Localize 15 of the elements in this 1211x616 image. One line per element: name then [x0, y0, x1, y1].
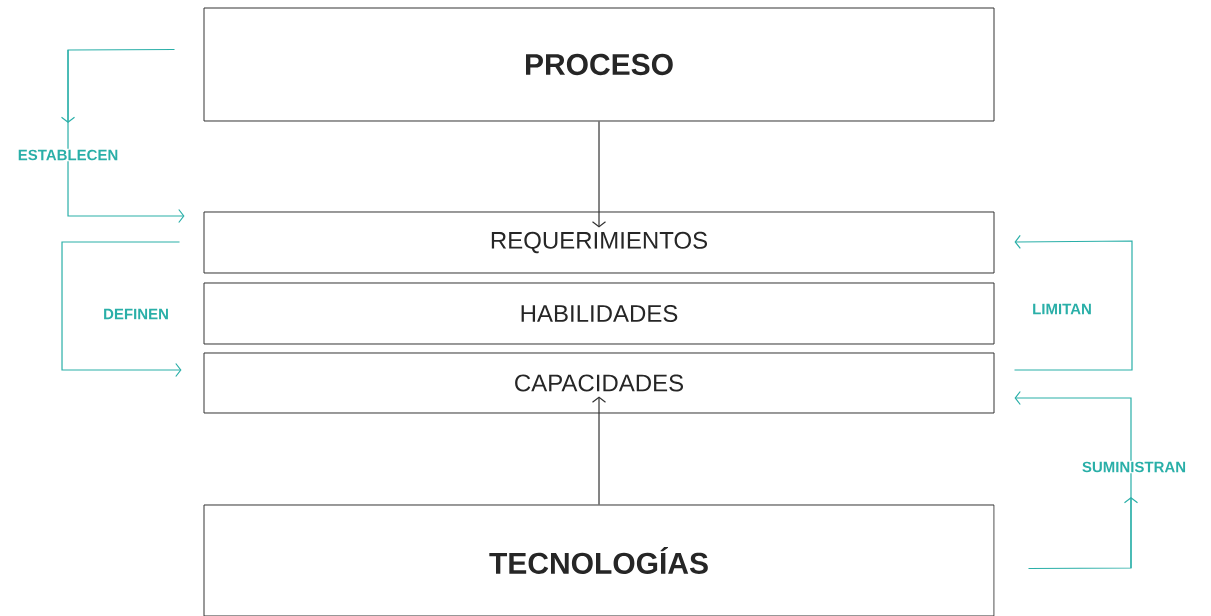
process-box: HABILIDADES [203, 282, 995, 345]
edge-label: SUMINISTRAN [1082, 461, 1186, 473]
edge-label: LIMITAN [1033, 303, 1091, 315]
arrow [61, 241, 182, 378]
process-box: TECNOLOGÍAS [203, 504, 995, 616]
process-box: REQUERIMIENTOS [203, 211, 995, 274]
process-box: PROCESO [203, 7, 995, 122]
arrow [1013, 234, 1133, 371]
arrow [60, 48, 185, 224]
arrow [1014, 390, 1139, 570]
edge-label: ESTABLECEN [18, 149, 118, 161]
arrow [591, 120, 607, 228]
arrow [591, 396, 607, 506]
process-box: CAPACIDADES [203, 352, 995, 414]
edge-label: DEFINEN [104, 308, 168, 320]
